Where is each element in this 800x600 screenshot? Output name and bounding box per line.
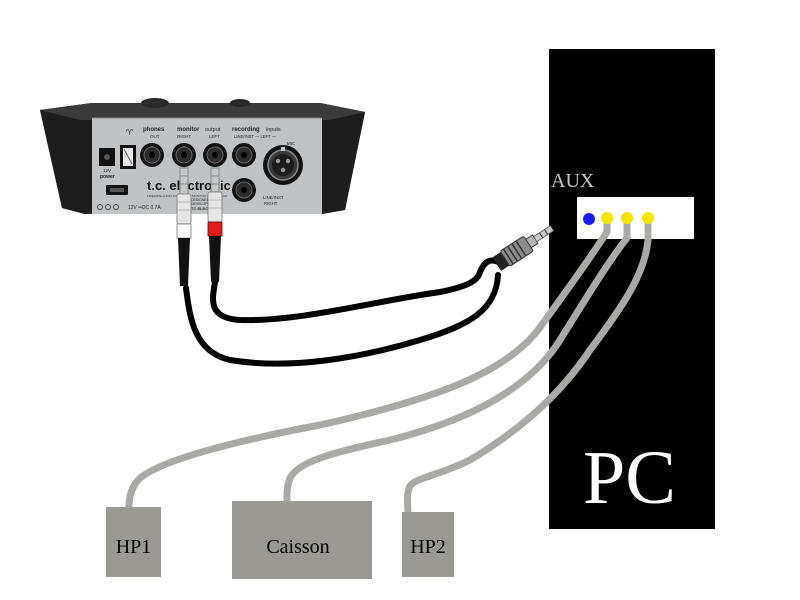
compliance-icons	[97, 204, 119, 210]
phones-out: OUT	[150, 134, 160, 139]
plug-monitor-right-white	[176, 167, 192, 286]
caisson-cable	[283, 214, 631, 506]
line-inst-left-jack	[232, 143, 256, 167]
power-rating: 12V ═DC 0.7A	[128, 205, 161, 211]
speaker-hp1-label: HP1	[116, 536, 152, 558]
monitor-output: output	[205, 127, 221, 133]
audio-interface: phones OUT monitor output RIGHT LEFT rec…	[40, 98, 365, 214]
mic-label: MIC	[287, 141, 296, 146]
power-12v: 12V	[103, 168, 111, 173]
aux-jack-yellow-2	[621, 212, 633, 224]
brand-logo-text: t.c. electronic	[147, 178, 231, 193]
monitor-heading: monitor	[177, 127, 200, 133]
xlr-mic-input	[263, 145, 303, 185]
monitor-right-jack	[172, 143, 196, 167]
speaker-hp2-label: HP2	[410, 536, 446, 558]
recording-heading: recording	[232, 127, 260, 133]
speaker-caisson-label: Caisson	[266, 536, 329, 558]
monitor-left-jack	[203, 143, 227, 167]
pc-label: PC	[583, 436, 676, 520]
hp2-cable	[404, 214, 652, 518]
black-cable-left-branch	[210, 269, 483, 324]
speaker-hp2: HP2	[402, 512, 454, 577]
line-inst-right-jack	[232, 178, 256, 202]
line-inst-left: LINE/INST — LEFT —	[234, 134, 277, 139]
minijack-plug	[492, 225, 555, 271]
aux-jack-yellow-3	[642, 212, 654, 224]
black-cable-trunk	[477, 257, 501, 275]
speaker-caisson: Caisson	[232, 501, 372, 579]
speaker-hp1-box	[106, 507, 161, 577]
monitor-right: RIGHT	[177, 134, 191, 139]
phones-heading: phones	[143, 127, 165, 133]
designed-text: DESIGNED AND	[191, 198, 218, 202]
speaker-hp2-box	[402, 512, 454, 577]
line-inst-right-2: RIGHT	[264, 201, 278, 206]
monitor-left: LEFT	[209, 134, 220, 139]
developed-text: DEVELOPED	[191, 202, 213, 206]
aux-panel	[577, 197, 694, 239]
aux-jack-blue	[583, 213, 595, 225]
speaker-hp1: HP1	[106, 507, 161, 577]
tc-electr-text: TC ELECTR	[191, 206, 214, 211]
aux-label: AUX	[551, 170, 595, 192]
aux-jack-yellow-1	[601, 212, 613, 224]
hp1-cable	[125, 214, 611, 514]
recording-inputs: inputs	[266, 127, 281, 133]
speaker-caisson-box	[232, 501, 372, 579]
phones-out-jack	[140, 143, 164, 167]
line-inst-right-1: LINE/INST	[263, 195, 284, 200]
power-label: power	[100, 174, 115, 180]
black-cable-right-branch	[183, 272, 501, 367]
plug-monitor-left-red	[207, 167, 223, 282]
headphone-icon: ♈	[126, 128, 133, 137]
